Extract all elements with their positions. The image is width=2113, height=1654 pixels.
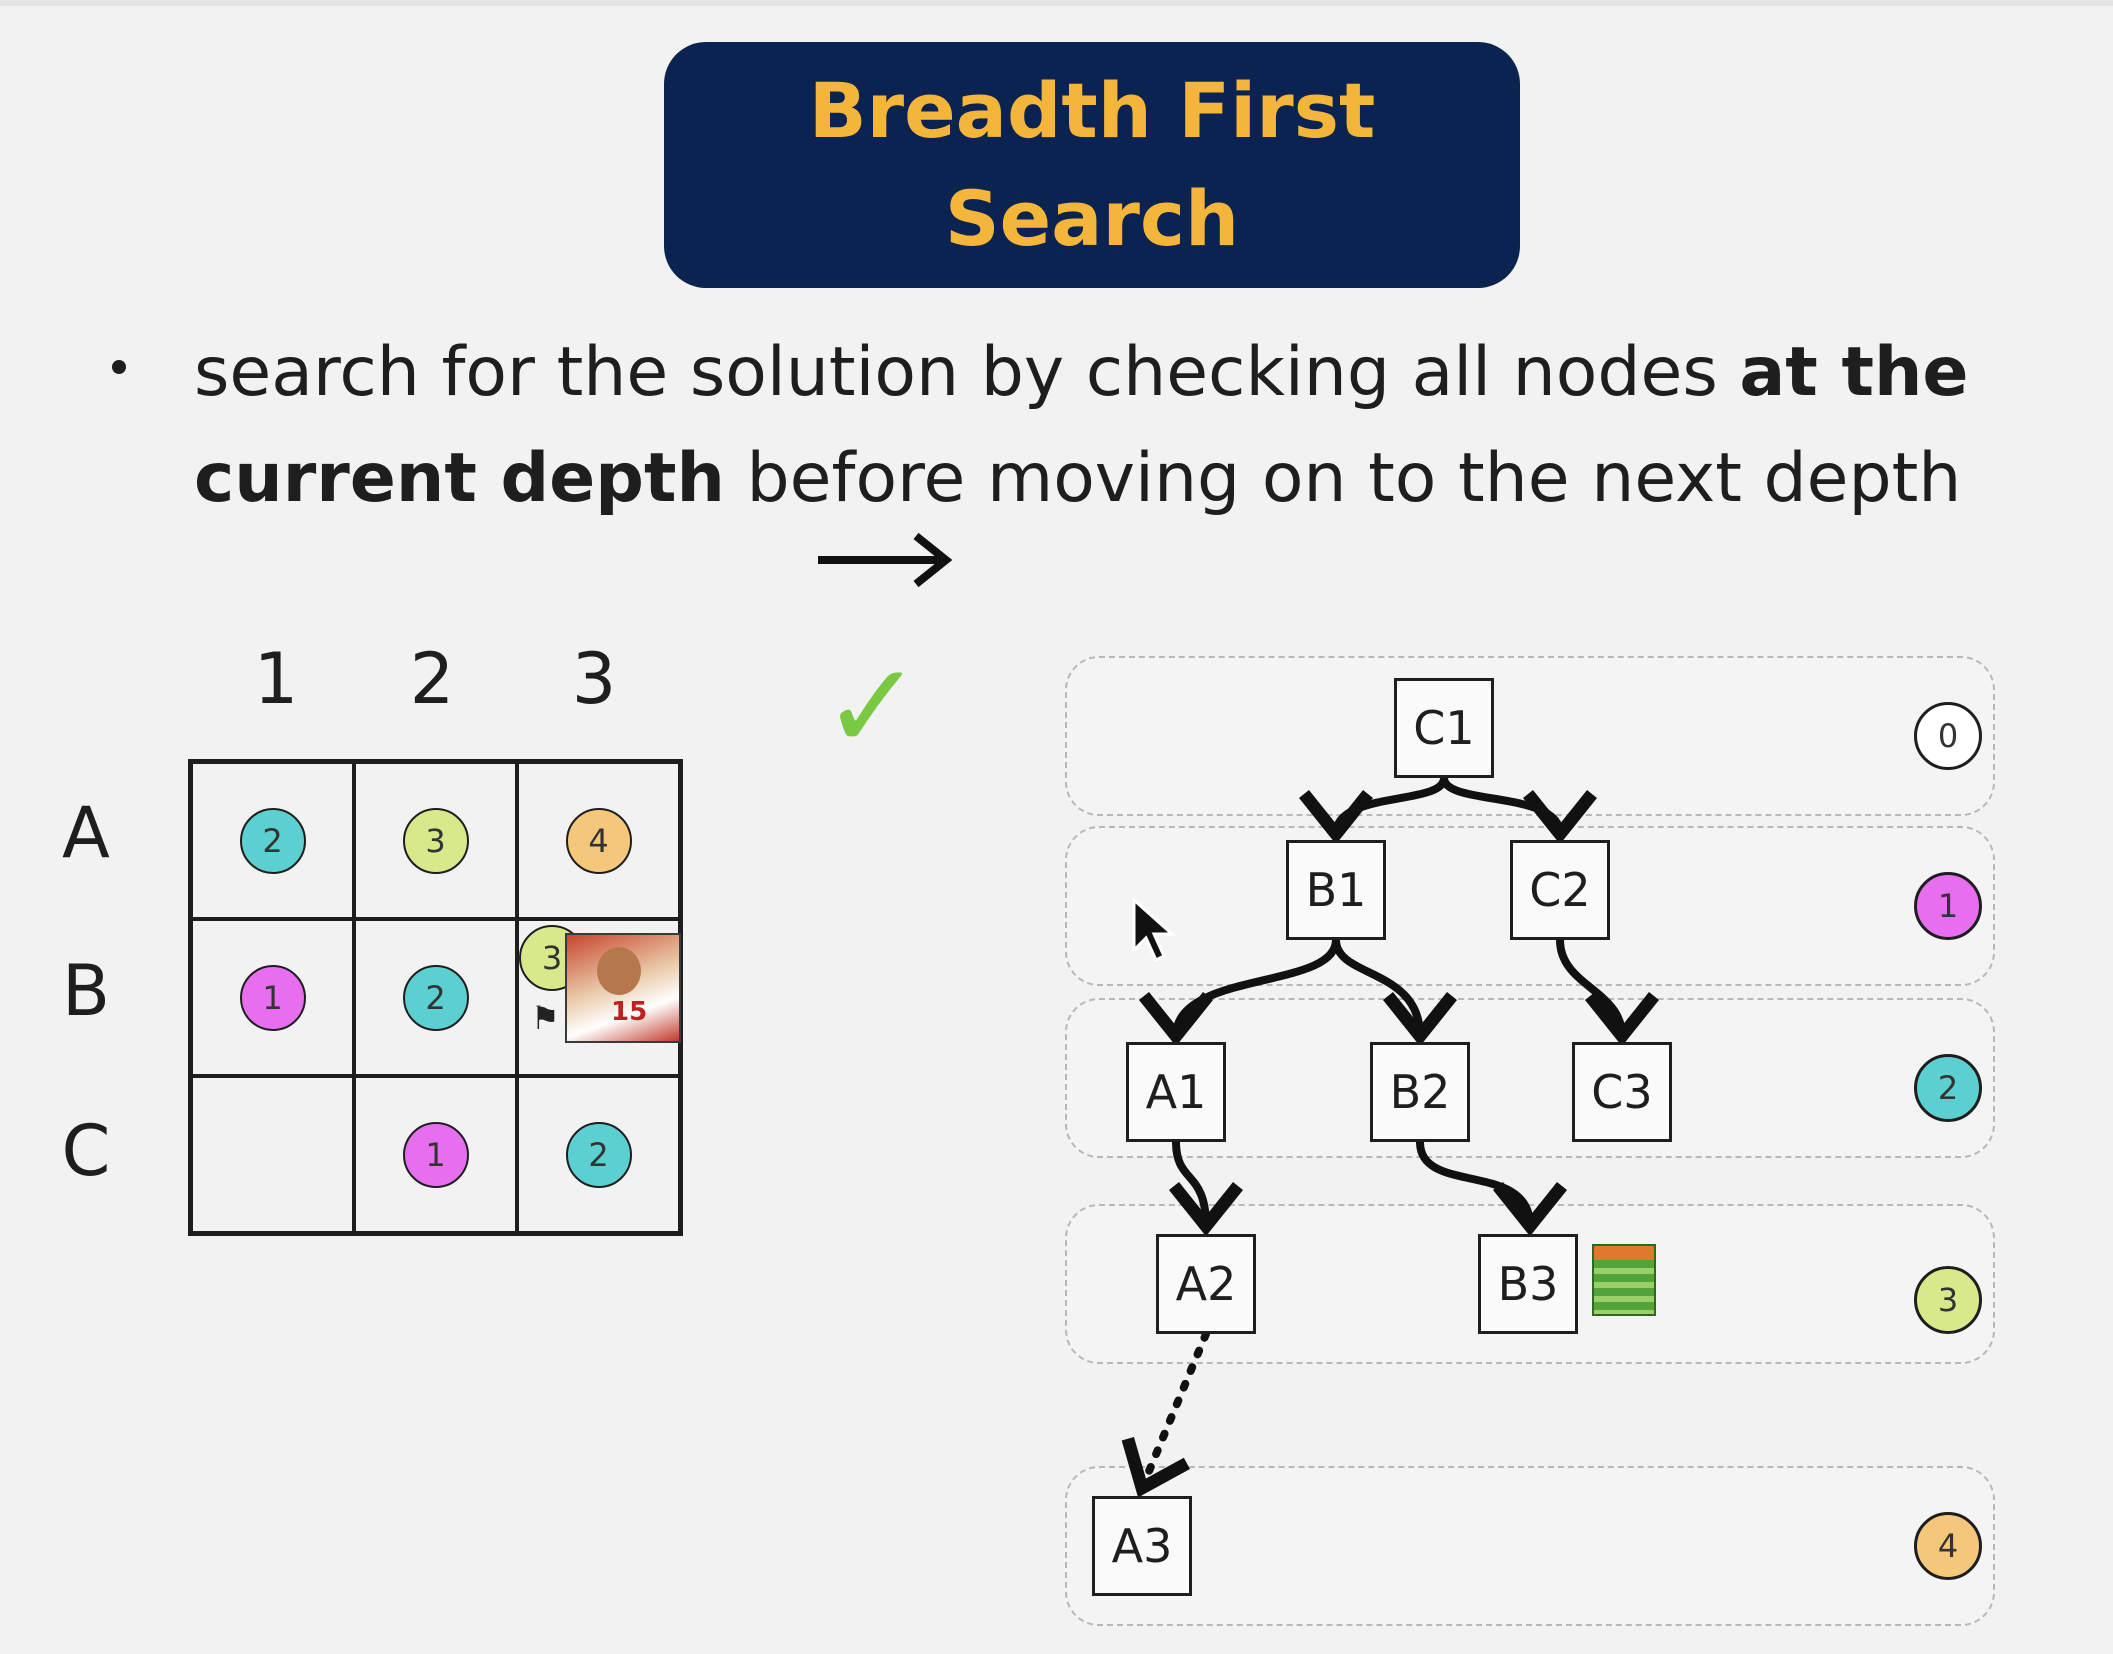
tree-node-b3: B3 (1478, 1234, 1578, 1334)
title-line-1: Breadth First (808, 66, 1376, 155)
distance-circle: 3 (402, 807, 469, 874)
mouse-cursor-icon (1132, 896, 1176, 963)
tree-node-c2: C2 (1510, 840, 1610, 940)
bullet-bold: at the current depth (194, 333, 1969, 518)
distance-circle: 1 (239, 964, 306, 1031)
grid-col-header-3: 3 (571, 638, 617, 720)
bullet-part-1: search for the solution by checking all … (194, 333, 1740, 412)
goal-zone-icon-top (1594, 1246, 1654, 1260)
grid-row-label-a: A (62, 792, 110, 874)
tree-node-c3: C3 (1572, 1042, 1672, 1142)
bullet-dot (112, 360, 126, 374)
level-band-0 (1065, 656, 1995, 816)
distance-circle: 4 (565, 807, 632, 874)
grid-row-label-b: B (61, 950, 111, 1032)
checkered-flag-icon: ⚑ (531, 999, 560, 1037)
grid-cell-b3-goal: 3 15 ⚑ (517, 919, 681, 1076)
distance-circle: 2 (239, 807, 306, 874)
grid-cell-c1 (191, 1076, 354, 1233)
jersey-number: 15 (611, 997, 648, 1027)
grid-cell-a2: 3 (354, 762, 517, 919)
grid-row-label-c: C (61, 1110, 111, 1192)
bullet-part-2: before moving on to the next depth (724, 439, 1962, 518)
bullet-text: search for the solution by checking all … (194, 320, 2014, 532)
grid-cell-b1: 1 (191, 919, 354, 1076)
player-photo: 15 (565, 933, 681, 1043)
grid-cell-a1: 2 (191, 762, 354, 919)
player-face (597, 947, 641, 995)
level-badge-2: 2 (1914, 1054, 1982, 1122)
title-banner: Breadth First Search (664, 42, 1520, 288)
level-badge-4: 4 (1914, 1512, 1982, 1580)
top-rule (0, 0, 2113, 6)
tree-node-a2: A2 (1156, 1234, 1256, 1334)
title-line-2: Search (944, 174, 1240, 263)
level-badge-3: 3 (1914, 1266, 1982, 1334)
distance-circle: 2 (402, 964, 469, 1031)
grid-cell-c3: 2 (517, 1076, 680, 1233)
grid-cell-b2: 2 (354, 919, 517, 1076)
arrow-right-icon (818, 532, 953, 588)
goal-zone-icon (1592, 1244, 1656, 1316)
tree-node-b1: B1 (1286, 840, 1386, 940)
checkmark-icon: ✓ (822, 638, 923, 777)
title-text: Breadth First Search (742, 57, 1442, 273)
tree-node-c1: C1 (1394, 678, 1494, 778)
distance-circle: 1 (402, 1121, 469, 1188)
grid-cell-a3: 4 (517, 762, 680, 919)
tree-node-b2: B2 (1370, 1042, 1470, 1142)
grid-col-header-2: 2 (409, 638, 455, 720)
tree-node-a3: A3 (1092, 1496, 1192, 1596)
tree-node-a1: A1 (1126, 1042, 1226, 1142)
level-band-4 (1065, 1466, 1995, 1626)
level-badge-1: 1 (1914, 872, 1982, 940)
maze-grid: 2 3 4 1 2 3 15 ⚑ 1 2 (188, 759, 683, 1236)
grid-col-header-1: 1 (253, 638, 299, 720)
grid-cell-c2: 1 (354, 1076, 517, 1233)
level-badge-0: 0 (1914, 702, 1982, 770)
distance-circle: 2 (565, 1121, 632, 1188)
